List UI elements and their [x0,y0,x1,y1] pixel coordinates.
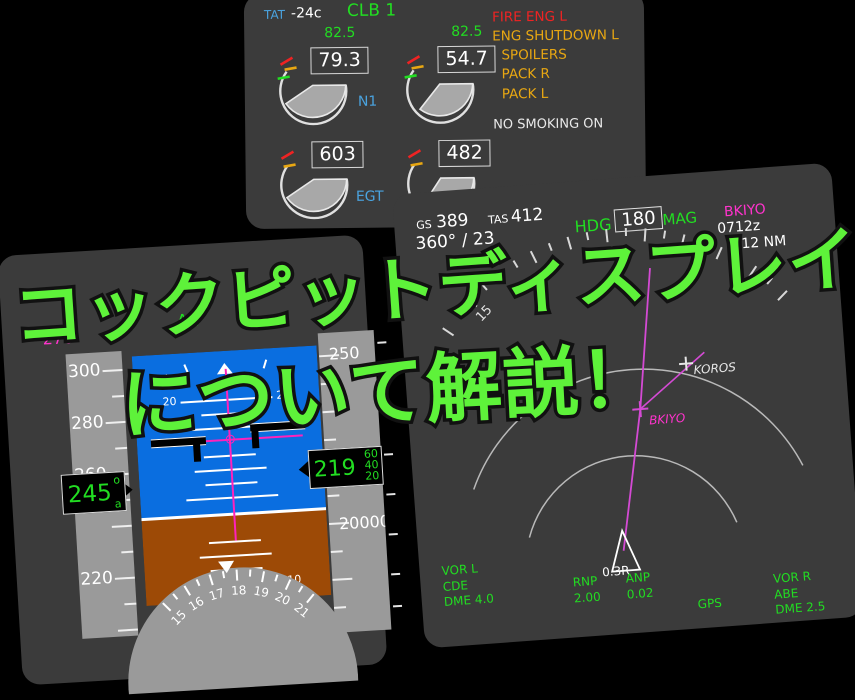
airspeed-value: 245 [67,479,113,509]
koros-waypoint-star-icon [679,356,694,371]
vor-right-block: VOR R ABE DME 2.5 [773,568,826,618]
navigation-display-panel[interactable]: GS 389 TAS 412 360° / 23 HDG 180 MAG BKI… [391,162,855,649]
eicas-memo-message: NO SMOKING ON [493,116,604,133]
bkiyo-waypoint-star-icon [632,401,649,418]
n1-right-gauge: 82.5 54.7 [399,24,496,125]
pfd-display-panel[interactable]: A/P 270 300 280 260 220 24 [0,234,403,695]
egt-left-dial [280,150,349,220]
airspeed-tick-label: 220 [79,567,114,590]
eicas-message-list: FIRE ENG L ENG SHUTDOWN L SPOILERS PACK … [492,7,643,104]
airspeed-tick-label: 300 [67,360,102,383]
n1-left-redline: 82.5 [324,24,356,42]
egt-label: EGT [355,188,384,205]
pitch-label: 20 [162,394,177,409]
egt-right-value: 482 [438,139,491,168]
vor-left-block: VOR L CDE DME 4.0 [441,560,494,610]
airspeed-trend-up: o [112,473,121,487]
altitude-tick-label: 20000 [338,511,391,534]
heading-disk [121,560,359,695]
thrust-mode-label: CLB 1 [346,0,397,22]
eicas-message: ENG SHUTDOWN L [492,27,619,45]
aircraft-symbol-right-drop [251,428,260,449]
eicas-message: PACK L [501,85,549,103]
pitch-label: 20 [275,388,291,402]
n1-left-value: 79.3 [310,46,369,75]
altitude-value: 219 [313,455,357,483]
aircraft-symbol-icon [610,528,642,573]
waypoint-label: BKIYO [648,410,686,428]
altitude-digit: 20 [364,468,380,483]
airspeed-tick-label: 280 [70,412,105,435]
n1-right-value: 54.7 [437,45,496,74]
eicas-message: SPOILERS [501,47,567,64]
heading-arc: 15 16 17 18 19 20 21 [121,560,359,695]
n1-left-gauge: 82.5 79.3 [272,25,369,126]
altitude-readout: 219 60 40 20 [307,445,384,490]
n1-right-dial [404,55,475,124]
altitude-tick-label: 250 [328,342,361,364]
egt-left-value: 603 [311,140,364,169]
heading-tick-label: 18 [230,583,247,598]
heading-tick-label: 19 [252,583,270,601]
nav-source-label: GPS [697,595,723,612]
eicas-message: PACK R [501,66,550,83]
heading-pointer-icon [218,560,235,574]
speed-bug-value: 270 [42,327,74,349]
autopilot-mode-label: A/P [176,310,205,332]
route-overlay [473,267,804,573]
airspeed-trend-down: a [114,497,122,511]
anp-block: ANP 0.02 [625,570,654,603]
airspeed-readout: 245 o a [60,471,127,515]
rnp-value: 2.00 [573,589,602,606]
aircraft-symbol-left-drop [192,441,202,462]
egt-left-gauge: 603 [273,139,364,220]
n1-right-redline: 82.5 [451,23,483,40]
tat-label: TAT [263,7,286,22]
eicas-message: FIRE ENG L [491,8,567,26]
anp-value: 0.02 [626,585,654,602]
rnp-block: RNP 2.00 [572,574,601,607]
n1-label: N1 [357,93,378,110]
tat-value: -24c [290,5,322,22]
anp-label: ANP [625,569,651,586]
rnp-label: RNP [572,573,598,590]
n1-left-dial [277,56,348,126]
